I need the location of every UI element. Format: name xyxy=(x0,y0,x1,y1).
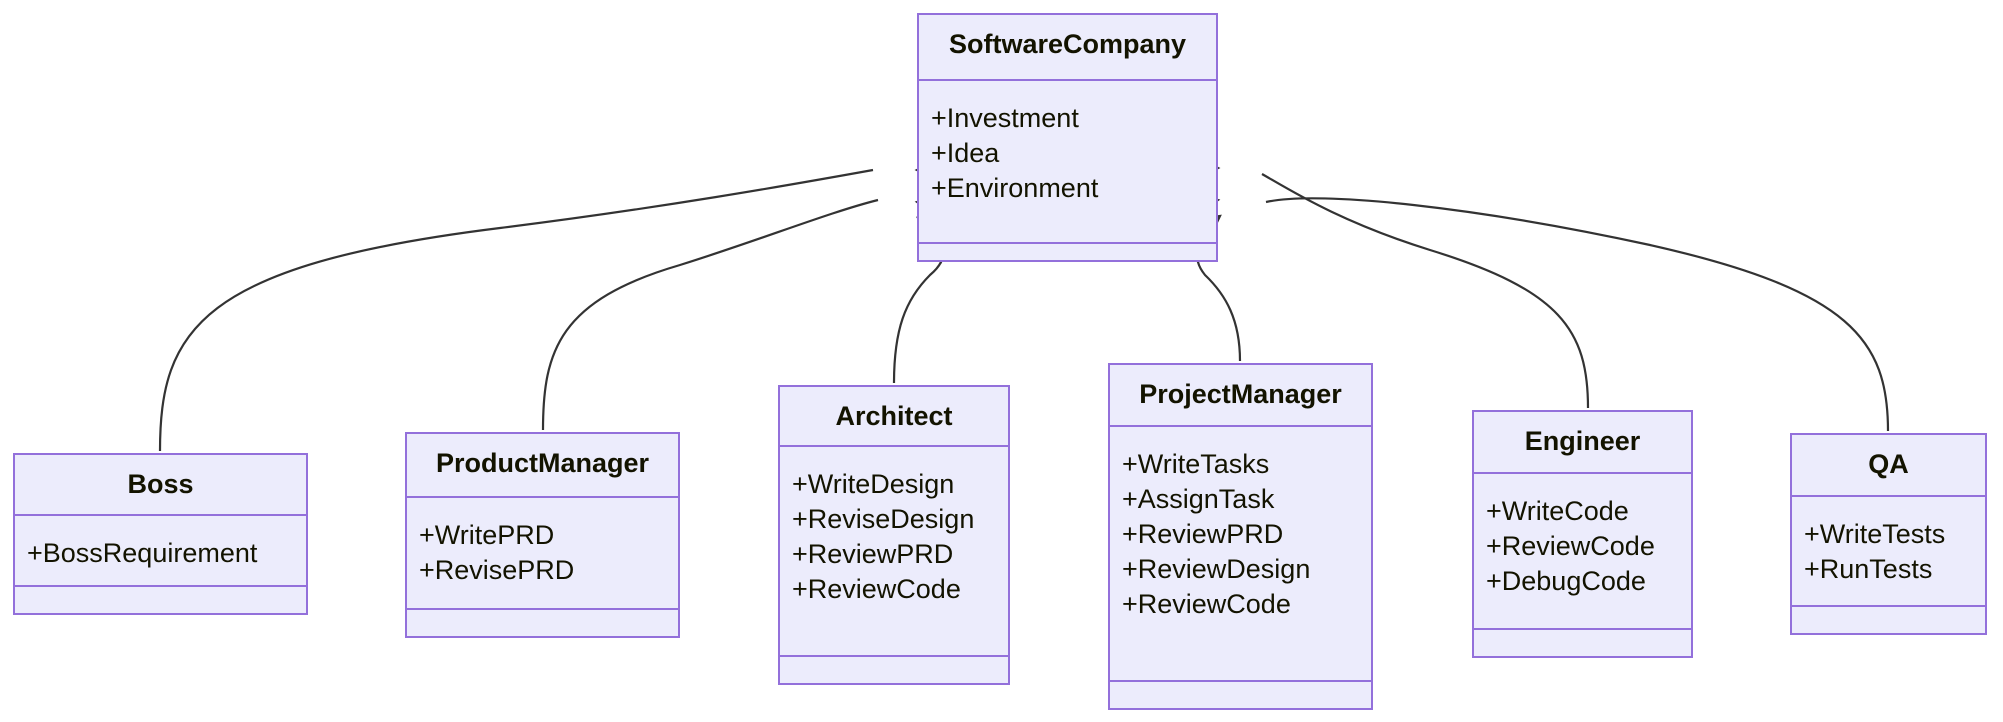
class-attributes-qa: +WriteTests +RunTests xyxy=(1792,497,1985,605)
class-attribute: +Environment xyxy=(931,173,1099,204)
class-methods-product-manager xyxy=(407,610,678,636)
class-attributes-boss: +BossRequirement xyxy=(15,516,306,585)
class-attribute: +RunTests xyxy=(1804,554,1933,585)
class-box-software-company[interactable]: SoftwareCompany +Investment +Idea +Environm… xyxy=(917,13,1218,262)
class-name-qa: QA xyxy=(1868,449,1909,479)
class-methods-architect xyxy=(780,657,1008,683)
class-divider-title-attributes xyxy=(1474,472,1691,474)
class-divider-attributes-methods xyxy=(1474,628,1691,630)
class-attribute: +AssignTask xyxy=(1122,484,1275,515)
class-attribute: +WriteTests xyxy=(1804,519,1946,549)
class-box-qa[interactable]: QA +WriteTests +RunTests xyxy=(1790,433,1987,635)
class-attributes-architect: +WriteDesign +ReviseDesign +ReviewPRD +Revi… xyxy=(780,447,1008,655)
class-attribute: +BossRequirement xyxy=(27,537,258,568)
class-attribute: +Investment xyxy=(931,103,1079,133)
class-attribute: +WriteDesign xyxy=(792,469,955,499)
class-methods-boss xyxy=(15,587,306,613)
class-attributes-product-manager: +WritePRD +RevisePRD xyxy=(407,498,678,608)
class-divider-title-attributes xyxy=(15,513,306,516)
class-attribute: +ReviewPRD xyxy=(792,539,954,570)
edge-project-manager-to-company xyxy=(1196,261,1242,362)
class-methods-engineer xyxy=(1474,630,1691,656)
class-attribute: +ReviewCode xyxy=(1486,531,1655,562)
class-attribute: +ReviseDesign xyxy=(792,504,975,535)
class-attributes-engineer: +WriteCode +ReviewCode +DebugCode xyxy=(1474,474,1691,628)
class-divider-attributes-methods xyxy=(1792,605,1985,607)
class-box-product-manager[interactable]: ProductManager +WritePRD +RevisePRD xyxy=(405,432,680,638)
class-attribute: +ReviewPRD xyxy=(1122,519,1284,550)
class-divider-attributes-methods xyxy=(919,242,1216,244)
class-methods-qa xyxy=(1792,607,1985,633)
edge-boss-to-company xyxy=(158,168,874,452)
class-divider-attributes-methods xyxy=(780,655,1008,657)
class-divider-attributes-methods xyxy=(15,585,306,587)
class-methods-software-company xyxy=(919,244,1216,260)
class-box-engineer[interactable]: Engineer +WriteCode +ReviewCode +DebugCode xyxy=(1472,410,1693,658)
class-attribute: +ReviewCode xyxy=(792,574,961,605)
class-divider-attributes-methods xyxy=(407,608,678,610)
class-divider-title-attributes xyxy=(919,79,1216,81)
class-divider-title-attributes xyxy=(407,496,678,498)
class-attributes-project-manager: +WriteTasks +AssignTask +ReviewPRD +ReviewD… xyxy=(1110,427,1371,680)
class-attribute: +WriteCode xyxy=(1486,496,1629,526)
class-box-architect[interactable]: Architect +WriteDesign +ReviseDesign +Revie… xyxy=(778,385,1010,685)
class-attribute: +Idea xyxy=(931,138,1000,169)
class-attribute: +WriteTasks xyxy=(1122,449,1270,479)
class-divider-title-attributes xyxy=(1792,495,1985,497)
class-name-engineer: Engineer xyxy=(1524,426,1641,456)
class-attribute: +ReviewDesign xyxy=(1122,554,1311,585)
class-attribute: +RevisePRD xyxy=(419,555,575,586)
class-attribute: +WritePRD xyxy=(419,520,555,550)
class-divider-title-attributes xyxy=(780,445,1008,447)
class-attributes-software-company: +Investment +Idea +Environment xyxy=(919,81,1216,242)
class-divider-attributes-methods xyxy=(1110,680,1371,682)
class-box-boss[interactable]: Boss +BossRequirement xyxy=(13,453,308,615)
class-attribute: +ReviewCode xyxy=(1122,589,1291,620)
class-methods-project-manager xyxy=(1110,682,1371,708)
class-attribute: +DebugCode xyxy=(1486,566,1646,597)
class-name-boss: Boss xyxy=(127,469,194,499)
edge-architect-to-company xyxy=(892,261,942,384)
class-name-product-manager: ProductManager xyxy=(435,448,650,478)
class-name-architect: Architect xyxy=(835,401,953,431)
class-name-project-manager: ProjectManager xyxy=(1139,379,1342,409)
class-divider-title-attributes xyxy=(1110,425,1371,427)
class-name-software-company: SoftwareCompany xyxy=(948,29,1187,59)
class-box-project-manager[interactable]: ProjectManager +WriteTasks +AssignTask +Rev… xyxy=(1108,363,1373,710)
